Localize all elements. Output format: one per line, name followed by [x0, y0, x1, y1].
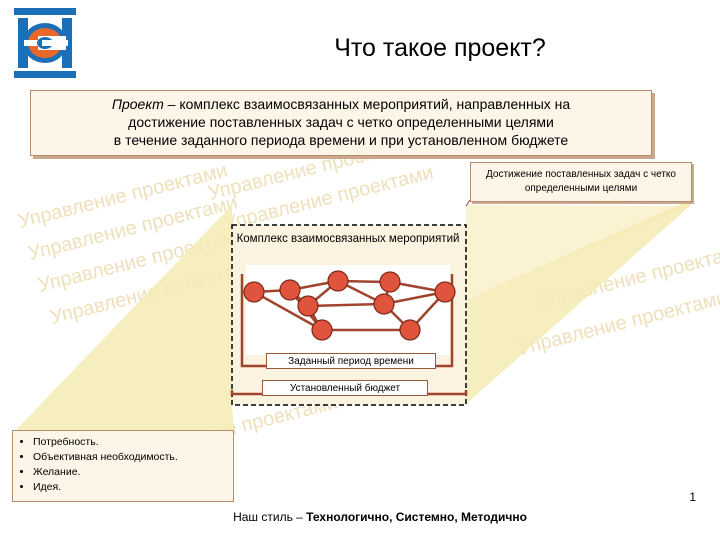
node [311, 319, 333, 341]
node [434, 281, 456, 303]
node [379, 271, 401, 293]
complex-label: Комплекс взаимосвязанных мероприятий [236, 233, 460, 245]
footer-emphasis: Технологично, Системно, Методично [306, 510, 527, 524]
budget-label: Установленный бюджет [262, 380, 428, 396]
funnel-top [466, 205, 690, 300]
needs-box: Потребность. Объективная необходимость. … [12, 430, 234, 502]
node [297, 295, 319, 317]
definition-box [30, 90, 652, 156]
node [399, 319, 421, 341]
slide-number: 1 [689, 490, 696, 504]
goal-connector [465, 199, 471, 207]
definition-term: Проект [111, 96, 164, 112]
node [327, 270, 349, 292]
link [307, 302, 385, 308]
funnel-right [466, 200, 690, 404]
footer-slogan: Наш стиль – Технологично, Системно, Мето… [120, 510, 640, 524]
needs-item: Желание. [33, 465, 227, 480]
definition-line-1: Проект – комплекс взаимосвязанных меропр… [30, 95, 652, 113]
definition-line-1-rest: – комплекс взаимосвязанных мероприятий, … [163, 96, 571, 112]
definition-line-3: в течение заданного периода времени и пр… [113, 132, 569, 148]
node [373, 293, 395, 315]
period-label: Заданный период времени [266, 353, 436, 369]
link [253, 290, 323, 332]
goal-box: Достижение поставленных задач с четко оп… [470, 162, 692, 202]
needs-item: Объективная необходимость. [33, 450, 227, 465]
needs-item: Идея. [33, 480, 227, 495]
needs-item: Потребность. [33, 435, 227, 450]
footer-prefix: Наш стиль – [233, 510, 307, 524]
page-title: Что такое проект? [334, 34, 546, 62]
node [243, 281, 265, 303]
needs-list: Потребность. Объективная необходимость. … [19, 435, 227, 495]
company-logo [14, 8, 76, 78]
definition-line-2: достижение поставленных задач с четко оп… [128, 114, 554, 130]
funnel-left [14, 205, 234, 432]
definition-text: Проект – комплекс взаимосвязанных меропр… [30, 95, 652, 149]
node [279, 279, 301, 301]
